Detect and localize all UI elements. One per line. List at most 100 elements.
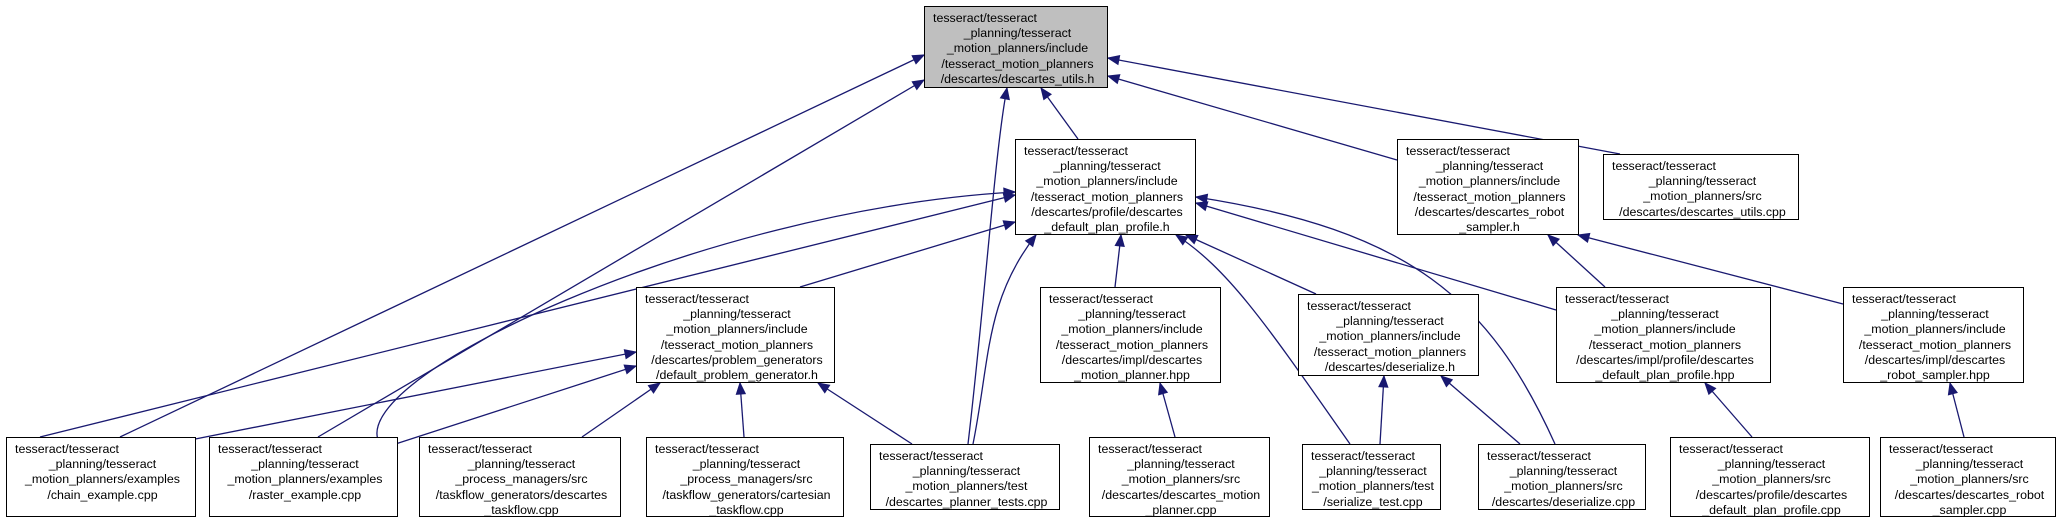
node-label-line: /tesseract_motion_planners — [1313, 344, 1467, 359]
node-robot-sampler-cpp[interactable]: tesseract/tesseract_planning/tesseract_m… — [1880, 437, 2056, 517]
node-label-line: _sampler.cpp — [1932, 502, 2007, 517]
node-label-line: tesseract/tesseract — [428, 442, 532, 456]
node-label-line: /descartes/descartes_motion — [1101, 487, 1261, 502]
node-label-line: /chain_example.cpp — [47, 487, 158, 502]
node-label-line: /descartes/impl/descartes — [1061, 352, 1203, 367]
node-raster-example[interactable]: tesseract/tesseract_planning/tesseract_m… — [209, 437, 398, 517]
node-default-plan-profile-h[interactable]: tesseract/tesseract_planning/tesseract_m… — [1015, 139, 1196, 235]
node-label-line: tesseract/tesseract — [1406, 144, 1510, 158]
node-profile-plan-profile-cpp[interactable]: tesseract/tesseract_planning/tesseract_m… — [1670, 437, 1870, 517]
node-label-line: _planning/tesseract — [1915, 457, 2024, 472]
node-root[interactable]: tesseract/tesseract_planning/tesseract_m… — [924, 6, 1108, 88]
node-label-line: tesseract/tesseract — [1679, 442, 1783, 456]
node-label-line: /tesseract_motion_planners — [660, 337, 814, 352]
edge-layer — [39, 54, 1965, 450]
node-label-line: _robot_sampler.hpp — [1880, 368, 1990, 383]
arrowhead-taskflow_descartes-to-problem_generator_h — [647, 382, 662, 394]
node-label-line: tesseract/tesseract — [1612, 159, 1716, 173]
node-label-line: _planning/tesseract — [251, 457, 359, 472]
node-label-line: _motion_planners/include — [666, 322, 808, 337]
node-label-line: _motion_planners/include — [1418, 174, 1561, 189]
arrowhead-serialize_test-to-deserialize_h — [1378, 374, 1389, 388]
node-chain-example[interactable]: tesseract/tesseract_planning/tesseract_m… — [6, 437, 196, 517]
node-label-line: _process_managers/src — [680, 472, 813, 487]
node-label-line: /descartes/descartes_utils.h — [940, 71, 1095, 86]
edge-deserialize_cpp-to-deserialize_h — [1440, 375, 1521, 445]
node-label-line: tesseract/tesseract — [655, 442, 759, 456]
node-label-line: _motion_planners/include — [1864, 322, 2006, 337]
node-label-line: _default_plan_profile.hpp — [1595, 368, 1735, 383]
node-label-line: /tesseract_motion_planners — [1588, 337, 1742, 352]
edge-raster_example-to-root — [317, 79, 925, 438]
node-label-line: tesseract/tesseract — [1307, 299, 1411, 313]
node-label-line: _motion_planners/src — [1504, 479, 1623, 494]
edge-taskflow_descartes-to-problem_generator_h — [581, 382, 661, 438]
node-label-line: _motion_planners/src — [1712, 472, 1831, 487]
node-label-line: _planning/tesseract — [1509, 464, 1618, 479]
node-label-line: _motion_planners/test — [1312, 479, 1434, 494]
node-label-line: _planning/tesseract — [1053, 159, 1161, 174]
node-label-line: _motion_planners/include — [1594, 322, 1736, 337]
edge-planner_tests-to-root — [967, 87, 1008, 445]
node-label-line: /tesseract_motion_planners — [1055, 337, 1209, 352]
node-planner-tests[interactable]: tesseract/tesseract_planning/tesseract_m… — [870, 444, 1060, 510]
node-label-line: _planning/tesseract — [1336, 314, 1444, 329]
edge-impl_robot_sampler_hpp-to-robot_sampler_h — [1577, 234, 1844, 305]
node-label-line: _motion_planners/include — [1036, 174, 1178, 189]
node-label-line: tesseract/tesseract — [1049, 292, 1153, 306]
node-label-line: _planning/tesseract — [1078, 307, 1186, 322]
node-label-line: _motion_planners/include — [946, 41, 1089, 56]
node-motion-planner-cpp[interactable]: tesseract/tesseract_planning/tesseract_m… — [1089, 437, 1270, 517]
node-deserialize-cpp[interactable]: tesseract/tesseract_planning/tesseract_m… — [1478, 444, 1646, 510]
node-label-line: /tesseract_motion_planners — [1858, 337, 2012, 352]
node-label-line: _planning/tesseract — [963, 26, 1072, 41]
edge-chain_example-to-root — [119, 54, 925, 438]
node-label-line: /descartes/profile/descartes — [1031, 204, 1183, 219]
arrowhead-impl_plan_profile_hpp-to-robot_sampler_h — [1547, 234, 1561, 247]
node-label-line: tesseract/tesseract — [218, 442, 322, 456]
node-label-line: _default_plan_profile.cpp — [1702, 502, 1841, 517]
node-label-line: /descartes/descartes_robot — [1894, 487, 2045, 502]
node-label-line: /tesseract_motion_planners — [1413, 189, 1566, 204]
node-label-line: /serialize_test.cpp — [1323, 494, 1423, 509]
arrowhead-deserialize_cpp-to-deserialize_h — [1439, 375, 1454, 388]
node-deserialize-h[interactable]: tesseract/tesseract_planning/tesseract_m… — [1298, 294, 1479, 376]
node-robot-sampler-h[interactable]: tesseract/tesseract_planning/tesseract_m… — [1397, 139, 1579, 235]
node-label-line: _planning/tesseract — [912, 464, 1021, 479]
edge-planner_tests-to-default_plan_profile_h — [972, 234, 1037, 445]
node-label-line: _motion_planners/include — [1061, 322, 1203, 337]
node-label-line: tesseract/tesseract — [15, 442, 119, 456]
node-impl-robot-sampler-hpp[interactable]: tesseract/tesseract_planning/tesseract_m… — [1843, 287, 2024, 383]
node-label-line: _planner.cpp — [1145, 502, 1217, 517]
node-label-line: _sampler.h — [1459, 220, 1520, 235]
node-label-line: _motion_planners/examples — [25, 472, 180, 487]
node-serialize-test[interactable]: tesseract/tesseract_planning/tesseract_m… — [1302, 444, 1441, 510]
node-taskflow-cartesian[interactable]: tesseract/tesseract_planning/tesseract_p… — [646, 437, 844, 517]
node-label-line: tesseract/tesseract — [879, 449, 983, 463]
arrowhead-problem_generator_h-to-default_plan_profile_h — [1002, 220, 1017, 231]
arrowhead-chain_example-to-problem_generator_h — [623, 349, 638, 360]
node-descartes-utils-cpp[interactable]: tesseract/tesseract_planning/tesseract_m… — [1603, 154, 1799, 220]
node-label-line: tesseract/tesseract — [1852, 292, 1956, 306]
node-taskflow-descartes[interactable]: tesseract/tesseract_planning/tesseract_p… — [419, 437, 621, 517]
node-motion-planner-hpp[interactable]: tesseract/tesseract_planning/tesseract_m… — [1040, 287, 1221, 383]
node-label-line: tesseract/tesseract — [645, 292, 749, 306]
node-label-line: /descartes_planner_tests.cpp — [885, 494, 1048, 509]
arrowhead-chain_example-to-root — [911, 54, 926, 65]
node-label-line: /taskflow_generators/cartesian — [662, 487, 831, 502]
node-label-line: /default_problem_generator.h — [656, 368, 818, 383]
node-label-line: tesseract/tesseract — [1098, 442, 1202, 456]
node-label-line: _process_managers/src — [455, 472, 588, 487]
edge-descartes_utils_cpp-to-root — [1107, 57, 1621, 155]
node-label-line: _planning/tesseract — [48, 457, 157, 472]
node-impl-plan-profile-hpp[interactable]: tesseract/tesseract_planning/tesseract_m… — [1556, 287, 1771, 383]
arrowhead-descartes_utils_cpp-to-root — [1106, 54, 1121, 66]
node-label-line: _default_plan_profile.h — [1044, 220, 1170, 235]
node-label-line: _planning/tesseract — [1319, 464, 1427, 479]
node-label-line: _motion_planner.hpp — [1074, 368, 1190, 383]
node-problem-generator-h[interactable]: tesseract/tesseract_planning/tesseract_m… — [636, 287, 835, 383]
node-label-line: _planning/tesseract — [467, 457, 576, 472]
edge-deserialize_cpp-to-default_plan_profile_h — [1195, 196, 1556, 445]
arrowhead-planner_tests-to-root — [999, 86, 1010, 101]
node-label-line: /descartes/deserialize.h — [1324, 359, 1456, 374]
